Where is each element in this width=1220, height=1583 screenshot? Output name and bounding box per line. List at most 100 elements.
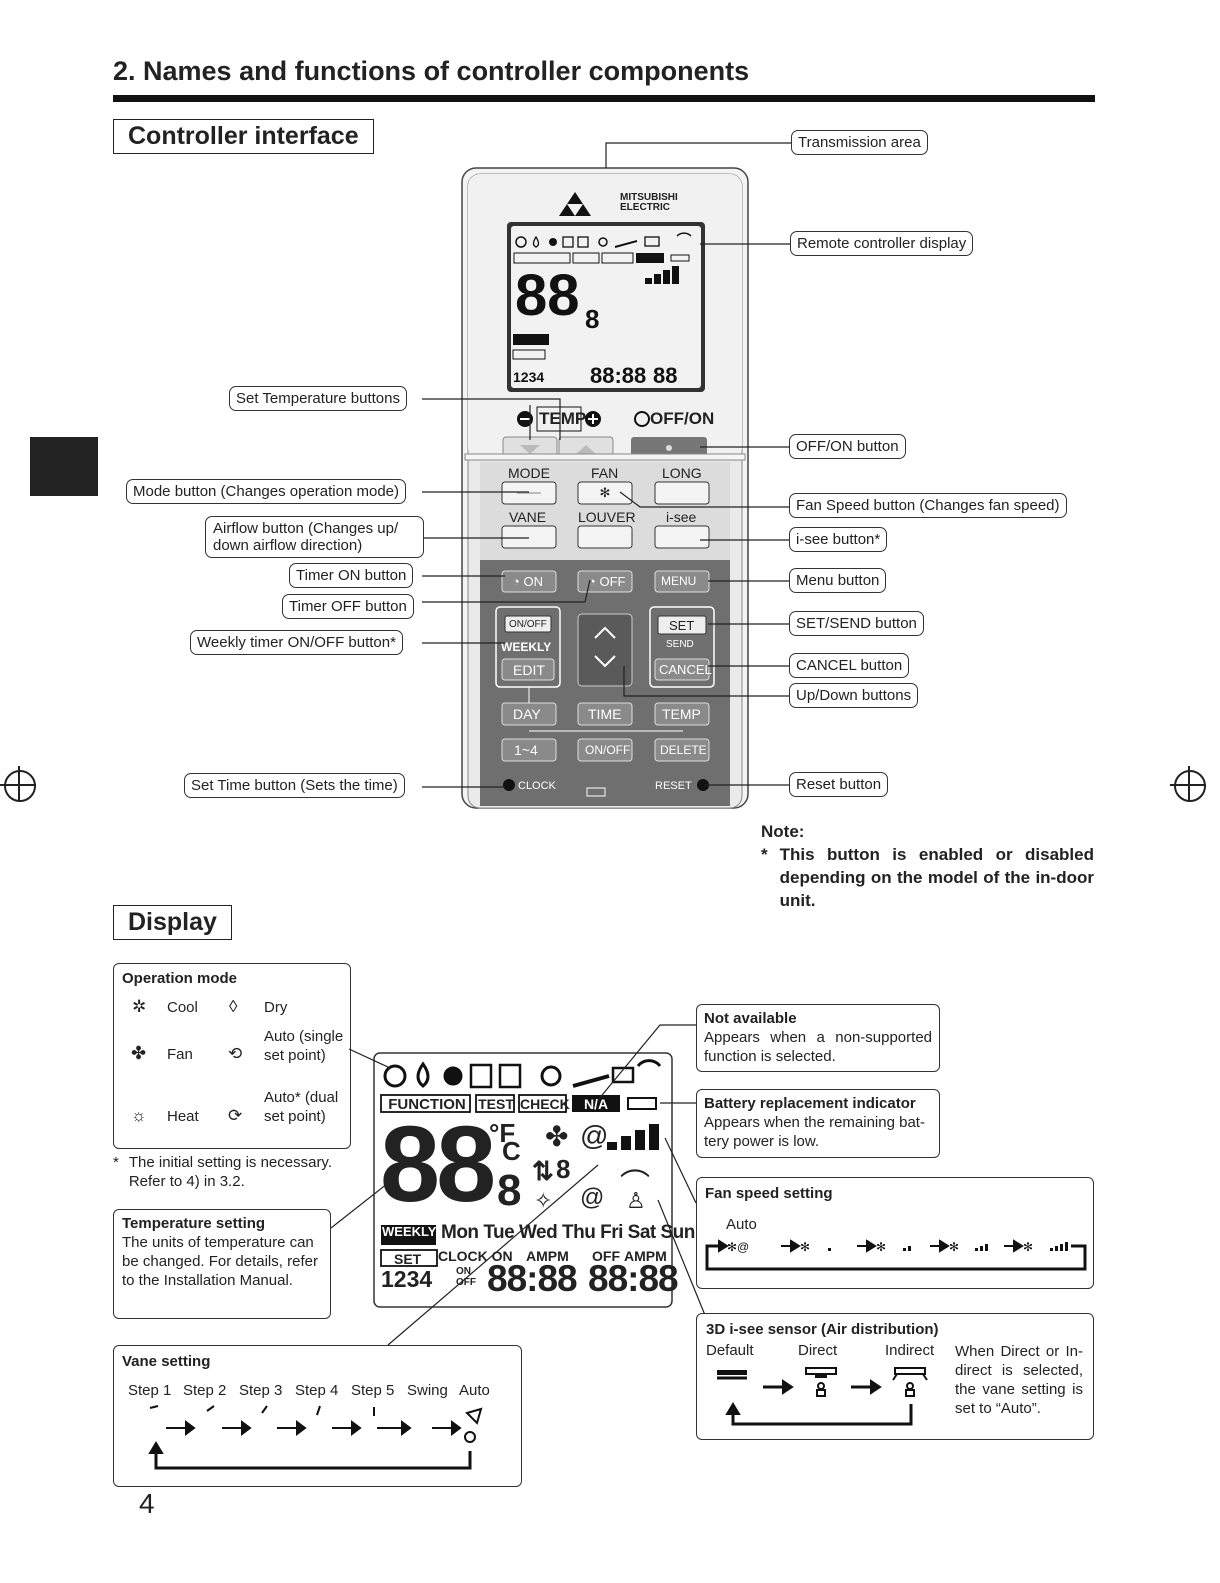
svg-text:8: 8 [585,304,599,334]
svg-text:1234: 1234 [513,369,544,385]
battery-text: Appears when the remaining bat-tery powe… [704,1114,925,1150]
clock-button[interactable]: CLOCK [518,780,556,792]
callout-isee: i-see button* [789,527,888,552]
temperature-setting-title: Temperature setting [122,1215,266,1232]
callout-remote-display: Remote controller display [790,231,974,256]
fan-speed-auto: Auto [726,1216,757,1233]
battery-box: Battery replacement indicator Appears wh… [696,1089,940,1158]
lcd-ampm2: AMPM [624,1248,667,1264]
isee-cycle-diagram [717,1367,928,1426]
set-button[interactable]: SET [669,618,695,633]
isee-title: 3D i-see sensor (Air distribution) [706,1321,939,1338]
registration-mark-icon [0,766,36,802]
title-rule [113,95,1095,102]
lcd-step-digit: 8 [556,1154,571,1184]
lcd-check-label: CHECK [520,1096,570,1112]
cool-icon: ✲ [132,997,147,1016]
lcd-auto-fan-icon: @ [580,1120,609,1151]
day-button[interactable]: DAY [513,706,541,722]
lcd-person-icon: ♙ [626,1188,646,1213]
weekly-label: WEEKLY [501,640,552,654]
callout-reset: Reset button [789,772,889,797]
time-button[interactable]: TIME [588,706,622,722]
edit-button[interactable]: EDIT [513,662,545,678]
lcd-time-off: 88:88 [588,1258,679,1299]
lcd-fan-icon: ✤ [545,1121,569,1152]
vane-label: VANE [509,509,547,525]
long-label: LONG [662,465,702,481]
svg-text:✻: ✻ [1023,1240,1033,1254]
fan-speed-title: Fan speed setting [705,1185,833,1202]
brand-label: MITSUBISHI ELECTRIC [620,192,678,213]
callout-weekly: Weekly timer ON/OFF button* [190,630,403,655]
lcd-test-label: TEST [478,1096,514,1112]
fan-mode-icon: ✤ [131,1043,147,1063]
lcd-function-label: FUNCTION [388,1096,466,1113]
lcd-sparkle-icon: ✧ [534,1188,553,1213]
registration-mark-icon [1170,766,1206,802]
vane-step: Step 4 [295,1382,339,1399]
one-four-button[interactable]: 1~4 [514,742,538,758]
timer-off-button[interactable]: ◔ OFF [588,574,626,589]
lcd-celsius: C [502,1136,521,1166]
note-text: This button is enabled or disabled depen… [779,845,1094,910]
callout-cancel: CANCEL button [789,653,910,678]
isee-label: i-see [666,509,697,525]
cool-label: Cool [167,999,198,1016]
lcd-na-label: N/A [583,1096,609,1112]
fan-icon: ✻ [599,485,611,500]
dry-icon: ◊ [229,997,238,1016]
lcd-off: OFF [592,1248,620,1264]
isee-sensor-box: 3D i-see sensor (Air distribution) Defau… [696,1313,1094,1440]
heat-label: Heat [167,1108,199,1125]
lcd-display-diagram [373,1052,673,1308]
menu-button[interactable]: MENU [661,574,697,588]
callout-transmission-area: Transmission area [791,130,928,155]
auto-single-label: Auto (single set point) [264,1028,344,1064]
onoff-timer-button[interactable]: ON/OFF [585,743,631,757]
lcd-set-label: SET [394,1251,422,1267]
reset-button[interactable]: RESET [655,780,692,792]
lcd-weekly-label: WEEKLY [382,1224,437,1239]
operation-mode-box: Operation mode ✲ Cool ◊ Dry ✤ Fan ⟲ Auto… [113,963,351,1149]
callout-timer-on: Timer ON button [289,563,414,588]
lcd-program-nums: 1234 [381,1266,433,1292]
remote-controller-illustration: 88 8 1234 88:88 88 [461,167,749,809]
lcd-time-on: 88:88 [487,1258,578,1299]
lcd-updown-icon: ⇅ [532,1156,554,1186]
isee-direct: Direct [798,1342,838,1359]
not-available-box: Not available Appears when a non-support… [696,1004,940,1072]
not-available-title: Not available [704,1010,797,1027]
callout-set-temp: Set Temperature buttons [229,386,407,411]
vane-step: Auto [459,1382,490,1399]
louver-label: LOUVER [578,509,636,525]
temp-button[interactable]: TEMP [662,706,701,722]
fan-button[interactable]: ✻ [578,482,632,504]
vane-arrows-diagram [148,1405,483,1470]
svg-text:✻: ✻ [876,1240,886,1254]
lcd-ampm1: AMPM [526,1248,569,1264]
isee-indirect: Indirect [885,1342,935,1359]
svg-text:✻: ✻ [800,1240,810,1254]
delete-button[interactable]: DELETE [660,743,707,757]
send-label: SEND [666,639,694,650]
vane-step: Step 1 [128,1382,172,1399]
auto-dual-label: Auto* (dual set point) [264,1089,339,1125]
fan-label: FAN [591,465,619,481]
lcd-swing-icon: @ [580,1184,605,1211]
battery-title: Battery replacement indicator [704,1095,916,1112]
vane-step: Step 3 [239,1382,283,1399]
operation-mode-title: Operation mode [122,970,238,987]
fan-speed-cycle-diagram: ✻@ ✻ ✻ ✻ ✻ [705,1239,1087,1271]
cancel-button[interactable]: CANCEL [659,662,712,677]
weekly-onoff-button[interactable]: ON/OFF [509,619,547,630]
leader-lines [422,142,792,788]
lcd-clock-on: CLOCK ON [438,1248,513,1264]
heat-icon: ☼ [131,1106,147,1125]
vane-step: Swing [407,1382,448,1399]
vane-step: Step 2 [183,1382,227,1399]
timer-on-button[interactable]: ◔ ON [512,574,543,589]
note-block: Note: * This button is enabled or disabl… [761,820,1094,912]
